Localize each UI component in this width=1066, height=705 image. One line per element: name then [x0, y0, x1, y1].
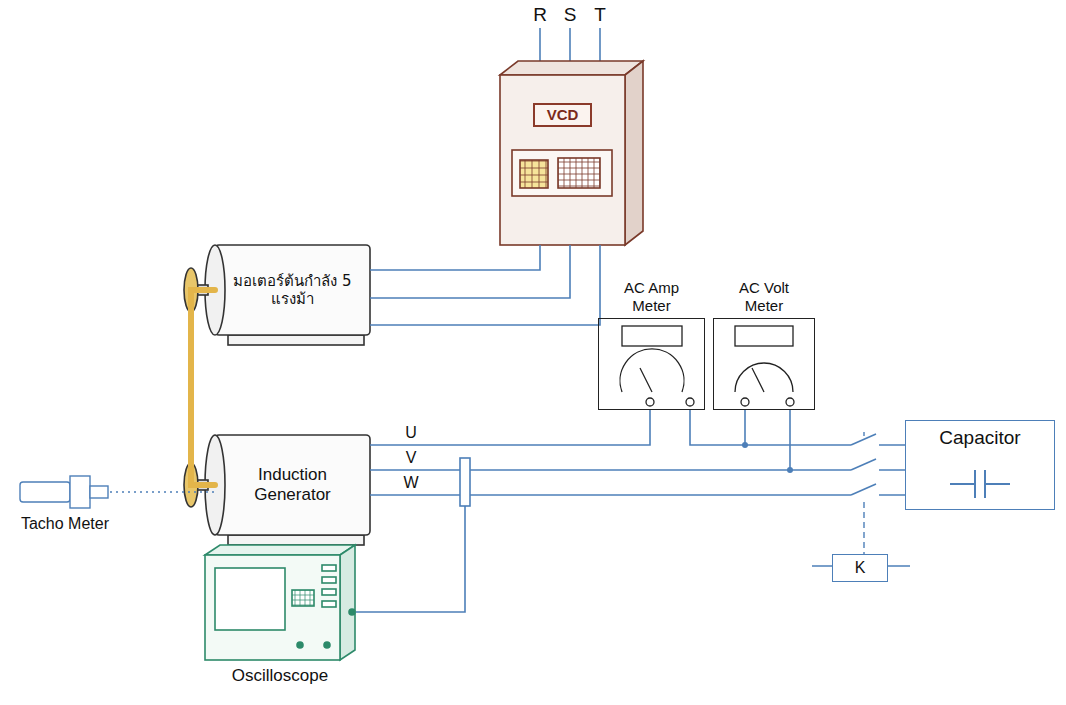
motor-body [215, 245, 370, 335]
oscilloscope-body [324, 642, 330, 648]
ammeter-box-label: AC Amp Meter [612, 279, 692, 315]
volt-meter-wire [744, 410, 746, 445]
switch-gap [851, 436, 879, 502]
motor-body [184, 245, 370, 345]
tacho-meter-body [20, 476, 108, 508]
meter-face [752, 368, 764, 392]
wire [370, 245, 570, 298]
vcd-cabinet [625, 61, 643, 245]
volt-meter-wire [745, 410, 790, 470]
meter-face [735, 326, 793, 346]
voltmeter-box-label: AC Volt Meter [726, 279, 802, 315]
oscilloscope-body [322, 601, 336, 607]
switch-blade [851, 434, 876, 445]
meter-face [622, 326, 682, 346]
current-probe [460, 458, 470, 506]
oscilloscope-body [205, 545, 355, 660]
contactor-box-label: K [855, 558, 866, 577]
vcd-cabinet [520, 160, 548, 188]
oscilloscope-body [340, 545, 355, 660]
terminal-label: W [403, 474, 418, 492]
motor-box-label: มอเตอร์ต้นกำลัง 5 แรงม้า [229, 272, 357, 308]
terminal-label: V [406, 449, 417, 467]
oscilloscope-body [205, 545, 355, 555]
tacho-meter: Tacho Meter [20, 476, 110, 508]
sight-line [110, 491, 215, 492]
vcd-cabinet [500, 61, 643, 75]
generator-box: Induction Generator [215, 435, 370, 535]
terminal-label: U [405, 424, 417, 442]
capacitor-symbol [950, 470, 1010, 498]
contactor-box: K [832, 554, 888, 582]
vcd-cabinet-label: VCD [533, 103, 593, 127]
meter-face [620, 349, 684, 392]
capacitor-symbol [974, 470, 976, 498]
tacho-meter-body [20, 482, 70, 502]
junction-dot [742, 442, 793, 473]
current-probe [356, 506, 465, 612]
oscilloscope-body [297, 642, 303, 648]
vcd-cabinet [558, 158, 600, 188]
oscilloscope: Oscilloscope [205, 545, 355, 660]
current-probe [349, 458, 470, 615]
generator-body [215, 435, 370, 535]
tacho-meter-body [70, 476, 90, 508]
oscilloscope-body [215, 568, 285, 630]
vcd-cabinet: VCD [500, 75, 625, 245]
tacho-meter-body [90, 486, 108, 498]
oscilloscope-label: Oscilloscope [210, 666, 350, 686]
meter-face [741, 398, 749, 406]
wire [370, 410, 650, 445]
oscilloscope-body [292, 590, 314, 606]
phase-label: R [533, 5, 547, 26]
voltmeter-box: AC Volt Meter [713, 318, 815, 410]
switch-blade [851, 459, 876, 470]
switch-blade [851, 434, 876, 495]
wire [370, 245, 600, 325]
motor-box: มอเตอร์ต้นกำลัง 5 แรงม้า [215, 245, 370, 335]
volt-meter-wire [789, 410, 791, 470]
vcd-cabinet [500, 61, 643, 245]
switch-blade [851, 484, 876, 495]
meter-face [735, 363, 793, 392]
capacitor-symbol [950, 483, 975, 485]
current-probe [349, 609, 355, 615]
meter-face [620, 326, 794, 406]
generator-body [184, 435, 370, 545]
capacitor-box: Capacitor [905, 420, 1055, 510]
wire [370, 469, 905, 471]
phase-label: T [594, 5, 606, 26]
contactor-linkage [812, 432, 910, 566]
oscilloscope-body [205, 555, 340, 660]
meter-face [646, 398, 654, 406]
generator-box-label: Induction Generator [228, 465, 358, 506]
capacitor-box-label: Capacitor [939, 427, 1020, 450]
drive-belt [191, 290, 215, 485]
meter-face [786, 398, 794, 406]
generator-body [228, 535, 364, 545]
oscilloscope-body [322, 577, 336, 583]
meter-face [686, 398, 694, 406]
phase-label: S [564, 5, 577, 26]
vcd-cabinet [512, 150, 612, 196]
meter-face [640, 368, 652, 392]
capacitor-symbol [985, 483, 1010, 485]
vcd-cabinet [500, 75, 625, 245]
wire [370, 494, 905, 496]
ammeter-box: AC Amp Meter [598, 318, 705, 410]
wire [370, 245, 540, 270]
switch-gap [851, 436, 879, 502]
motor-body [228, 335, 364, 345]
oscilloscope-body [322, 589, 336, 595]
oscilloscope-body [322, 565, 336, 571]
tacho-meter-label: Tacho Meter [10, 514, 120, 533]
